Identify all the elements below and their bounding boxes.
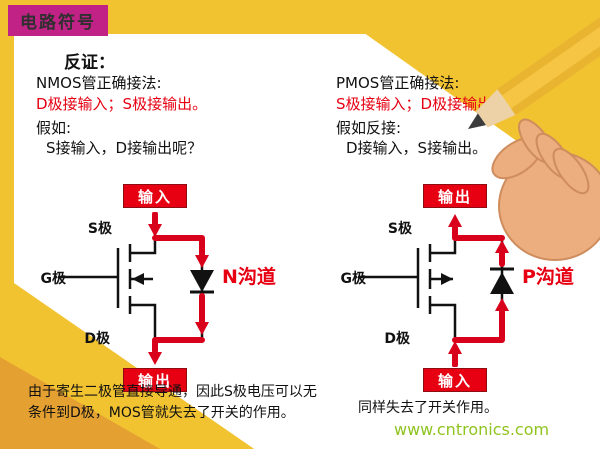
- slide-title-banner: 电路符号: [8, 5, 108, 36]
- nmos-input-badge: 输入: [123, 184, 187, 208]
- watermark-url: www.cntronics.com: [394, 420, 550, 439]
- pmos-source-label: S极: [387, 221, 412, 237]
- nmos-assume-text: S接输入，D接输出呢？: [46, 139, 203, 157]
- pmos-correct-rule: S极接输入；D极接输出。: [336, 95, 508, 113]
- pmos-conclusion-note: 同样失去了开关作用。: [358, 400, 498, 416]
- pmos-circuit-diagram: [358, 214, 514, 367]
- nmos-drain-label: D极: [84, 331, 110, 347]
- nmos-conclusion-note: 由于寄生二极管直接导通，因此S极电压可以无条件到D极，MOS管就失去了开关的作用…: [28, 384, 317, 421]
- nmos-assume-label: 假如:: [36, 119, 72, 137]
- pmos-assume-label: 假如反接:: [336, 119, 402, 137]
- pmos-input-badge: 输入: [423, 368, 487, 392]
- pmos-gate-label: G极: [340, 271, 367, 287]
- slide-title: 电路符号: [20, 13, 96, 33]
- pmos-channel-label: P沟道: [522, 266, 574, 288]
- nmos-circuit-diagram: [58, 212, 214, 365]
- section-title: 反证：: [64, 53, 115, 73]
- nmos-heading: NMOS管正确接法:: [36, 74, 162, 92]
- nmos-channel-label: N沟道: [222, 266, 276, 288]
- pmos-heading: PMOS管正确接法:: [336, 74, 460, 92]
- nmos-output-badge: 输出: [123, 368, 187, 392]
- nmos-source-label: S极: [87, 221, 112, 237]
- pmos-output-badge: 输出: [423, 184, 487, 208]
- pmos-drain-label: D极: [384, 331, 410, 347]
- nmos-correct-rule: D极接输入；S极接输出。: [36, 95, 208, 113]
- pmos-assume-text: D接输入，S接输出。: [346, 139, 488, 157]
- nmos-gate-label: G极: [40, 271, 67, 287]
